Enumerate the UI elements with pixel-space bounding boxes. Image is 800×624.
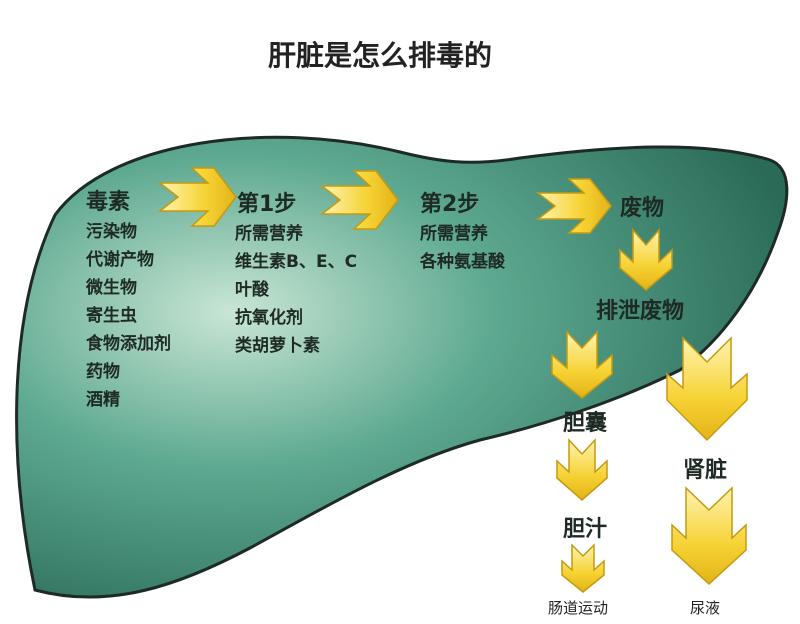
arrow-kidney-to-urine xyxy=(671,486,747,586)
step2-item: 各种氨基酸 xyxy=(420,252,505,272)
liver-shape xyxy=(15,135,789,599)
arrow-step1-to-step2 xyxy=(319,170,399,230)
toxin-item: 寄生虫 xyxy=(86,306,137,326)
step1-item: 抗氧化剂 xyxy=(235,308,303,328)
waste-label: 废物 xyxy=(620,196,665,221)
toxins-list: 污染物 代谢产物 微生物 寄生虫 食物添加剂 药物 酒精 xyxy=(86,218,171,414)
step2-heading: 第2步 xyxy=(420,192,480,217)
excrete-label: 排泄废物 xyxy=(596,299,685,324)
step1-item: 叶酸 xyxy=(235,280,269,300)
arrow-bile-to-intestine xyxy=(561,543,605,593)
intestine-label: 肠道运动 xyxy=(548,599,609,617)
step1-item: 类胡萝卜素 xyxy=(235,336,320,356)
step2-list: 所需营养 各种氨基酸 xyxy=(420,220,505,276)
step1-item: 维生素B、E、C xyxy=(235,252,358,272)
arrow-gallbladder-to-bile xyxy=(556,438,608,501)
arrow-step2-to-waste xyxy=(535,178,612,234)
toxin-item: 食物添加剂 xyxy=(86,334,171,354)
toxin-item: 药物 xyxy=(86,362,120,382)
step1-heading: 第1步 xyxy=(237,192,297,217)
toxin-item: 酒精 xyxy=(86,390,120,410)
page-title: 肝脏是怎么排毒的 xyxy=(268,39,493,72)
urine-label: 尿液 xyxy=(690,599,721,617)
arrow-waste-to-excrete xyxy=(619,227,673,291)
toxins-heading: 毒素 xyxy=(86,190,131,215)
kidney-label: 肾脏 xyxy=(683,458,728,483)
step1-item: 所需营养 xyxy=(235,224,303,244)
bile-label: 胆汁 xyxy=(563,517,608,542)
arrow-excrete-to-kidney xyxy=(666,336,748,442)
step1-list: 所需营养 维生素B、E、C 叶酸 抗氧化剂 类胡萝卜素 xyxy=(235,220,357,360)
arrow-excrete-to-gallbladder xyxy=(551,330,613,399)
arrow-toxin-to-step1 xyxy=(157,167,237,227)
step2-item: 所需营养 xyxy=(420,224,488,244)
toxin-item: 代谢产物 xyxy=(86,250,154,270)
toxin-item: 微生物 xyxy=(86,278,137,298)
toxin-item: 污染物 xyxy=(86,222,137,242)
gallbladder-label: 胆囊 xyxy=(563,411,608,436)
